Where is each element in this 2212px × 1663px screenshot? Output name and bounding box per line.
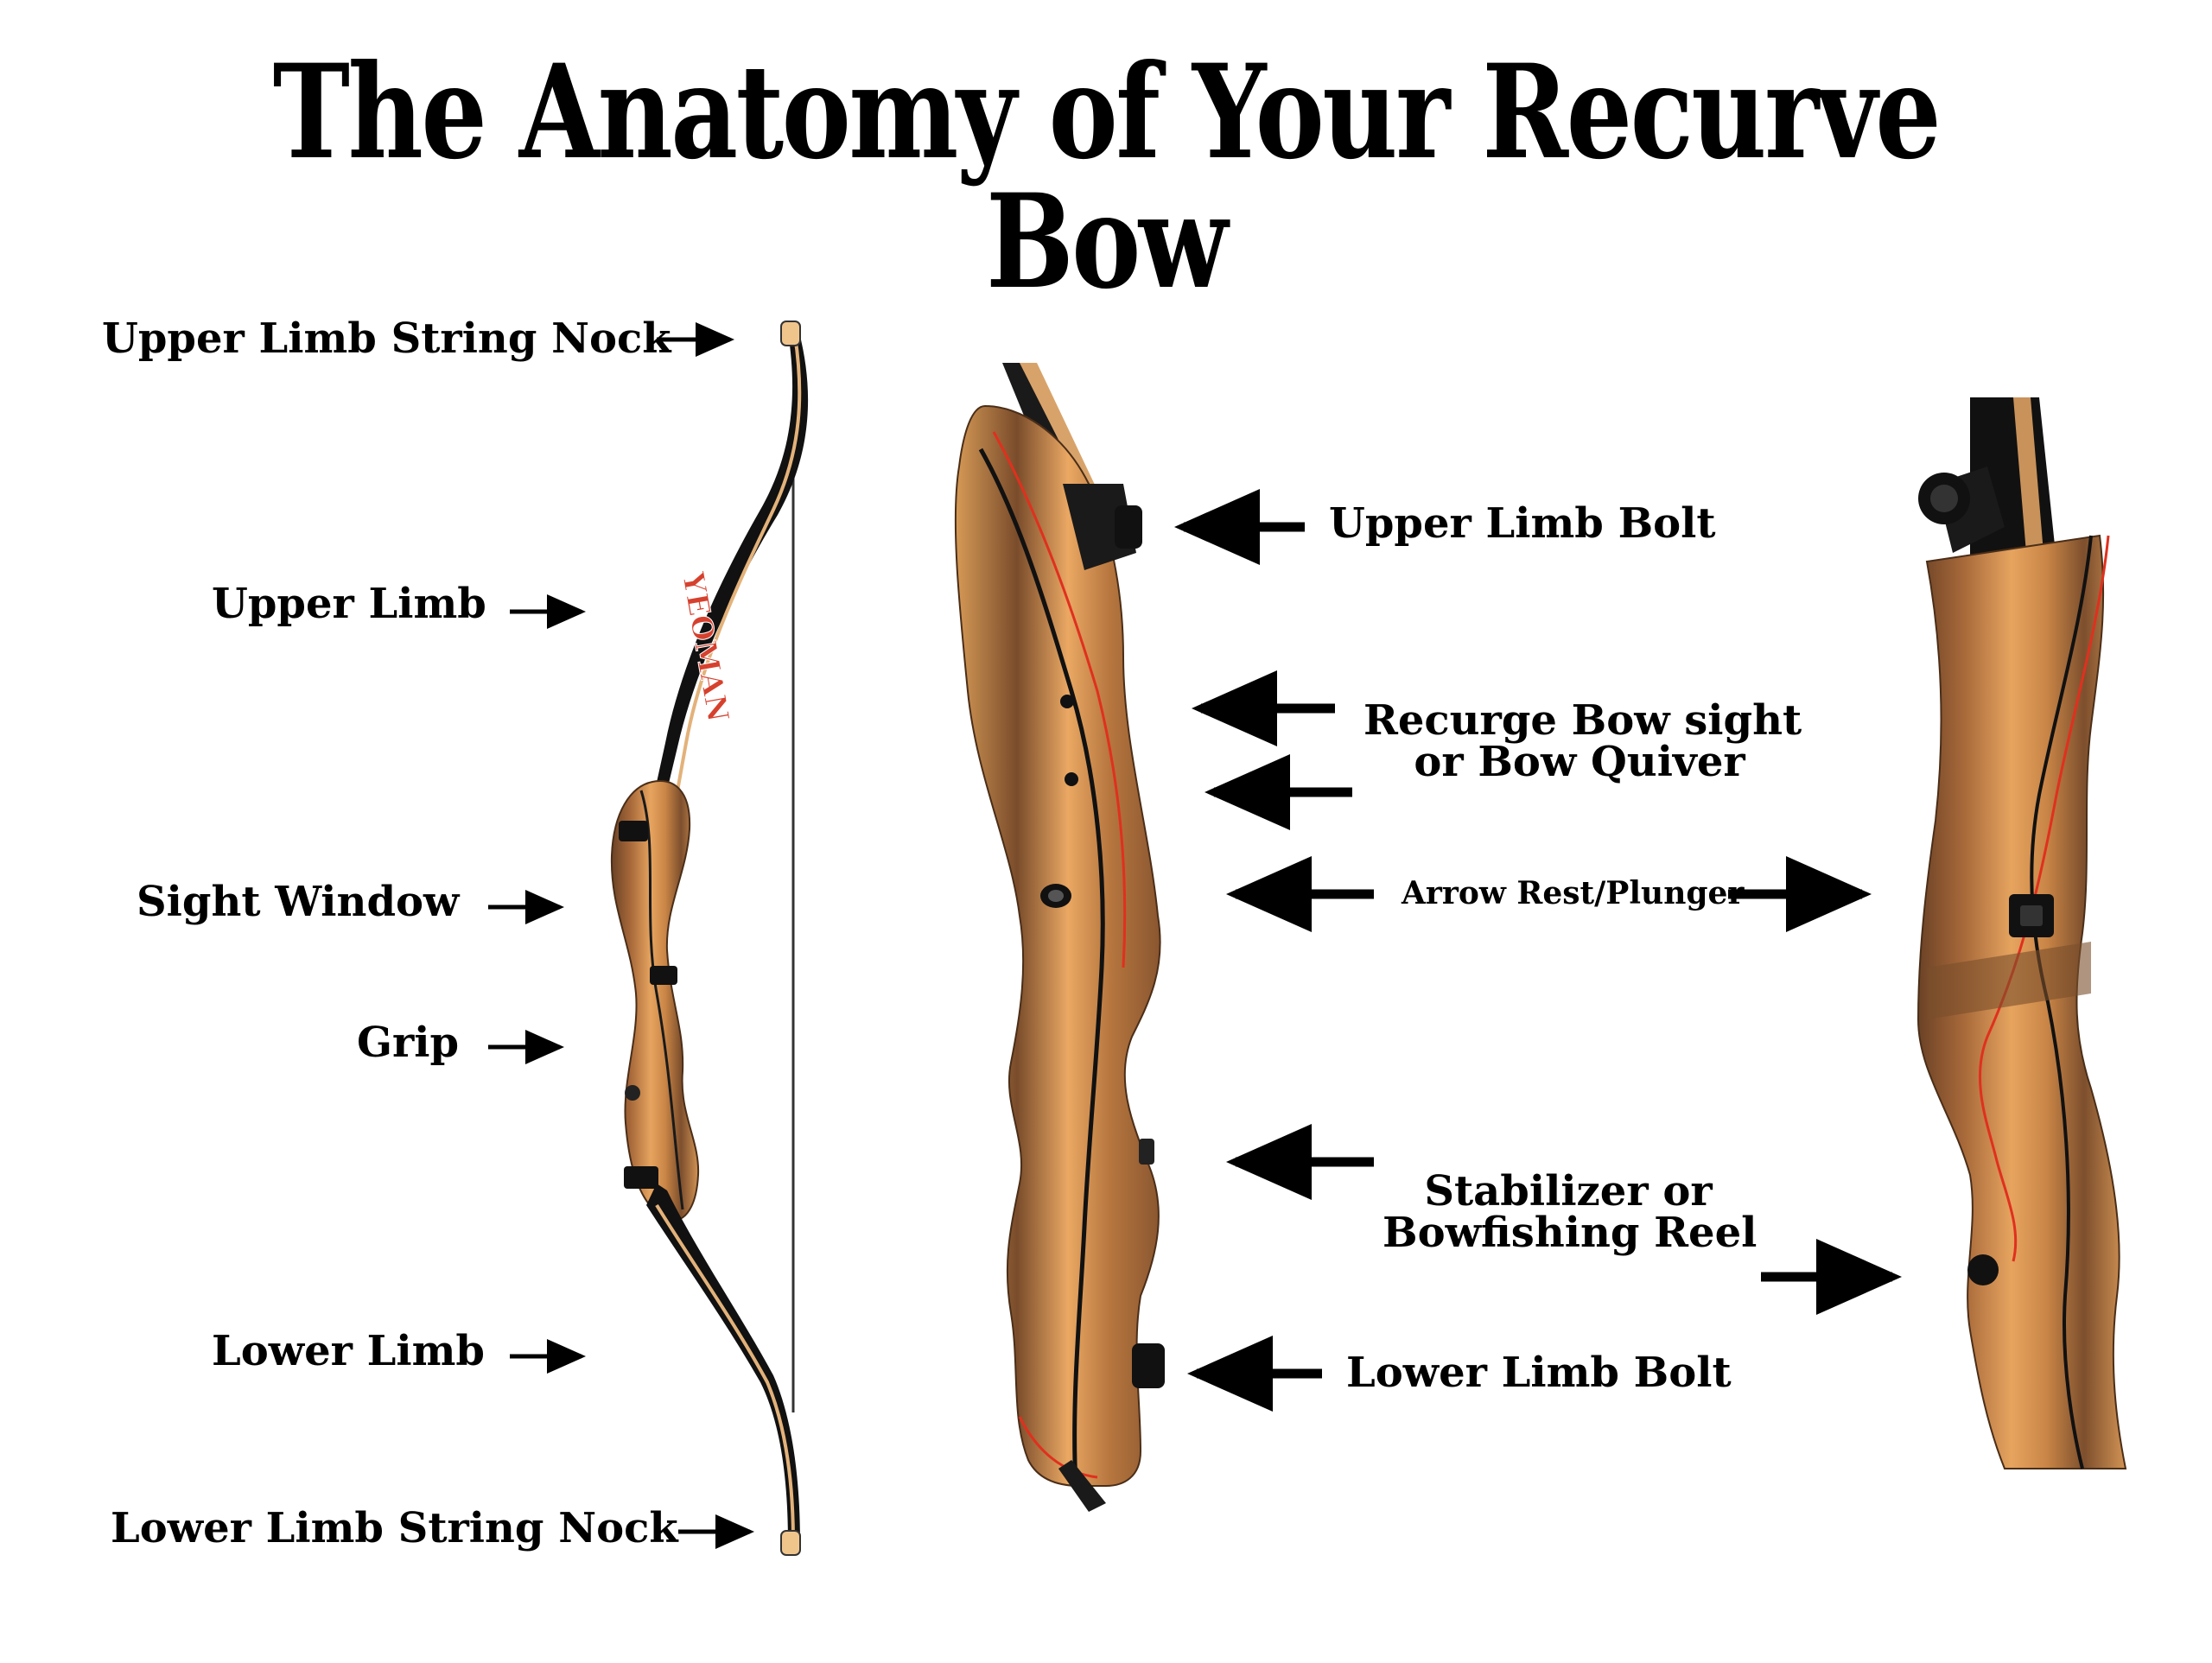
label-stabilizer-line1: Stabilizer or bbox=[1424, 1167, 1713, 1216]
label-sight-window: Sight Window bbox=[137, 878, 460, 926]
label-arrows bbox=[488, 322, 1902, 1549]
label-sight-quiver: Recurge Bow sight or Bow Quiver bbox=[1363, 696, 1802, 786]
label-stabilizer: Stabilizer or Bowfishing Reel bbox=[1382, 1167, 1758, 1257]
upper-limb-bolt-small bbox=[619, 821, 648, 841]
label-grip: Grip bbox=[357, 1019, 460, 1067]
riser-closeup-side bbox=[954, 363, 1165, 1512]
full-bow: YEOMAN bbox=[610, 321, 809, 1556]
stabilizer-insert bbox=[1967, 1254, 1999, 1285]
lower-limb-shape bbox=[646, 1184, 800, 1542]
label-sight-quiver-line1: Recurge Bow sight bbox=[1363, 696, 1802, 745]
lower-nock-tip bbox=[780, 1530, 801, 1556]
upper-limb-shape bbox=[646, 333, 809, 834]
lower-limb-bolt-small bbox=[624, 1166, 658, 1189]
label-sight-quiver-line2: or Bow Quiver bbox=[1414, 738, 1745, 786]
upper-limb-bolt-knob bbox=[1115, 505, 1142, 549]
label-lower-limb-bolt: Lower Limb Bolt bbox=[1346, 1349, 1732, 1397]
label-arrow-rest: Arrow Rest/Plunger bbox=[1402, 875, 1745, 911]
label-stabilizer-line2: Bowfishing Reel bbox=[1382, 1209, 1758, 1257]
riser-body-side bbox=[954, 404, 1161, 1487]
lower-limb-bolt-knob bbox=[1132, 1343, 1165, 1388]
label-upper-limb-bolt: Upper Limb Bolt bbox=[1329, 499, 1716, 548]
label-lower-limb: Lower Limb bbox=[212, 1327, 485, 1375]
riser-closeup-back bbox=[1916, 397, 2127, 1469]
label-upper-limb-string-nock: Upper Limb String Nock bbox=[102, 314, 671, 363]
label-lower-limb-string-nock: Lower Limb String Nock bbox=[111, 1504, 678, 1552]
riser-shape bbox=[610, 780, 700, 1222]
sight-window-block bbox=[650, 966, 677, 985]
diagram-title: The Anatomy of Your Recurve Bow bbox=[272, 36, 1942, 318]
upper-nock-tip bbox=[780, 321, 801, 346]
label-upper-limb: Upper Limb bbox=[212, 580, 486, 628]
